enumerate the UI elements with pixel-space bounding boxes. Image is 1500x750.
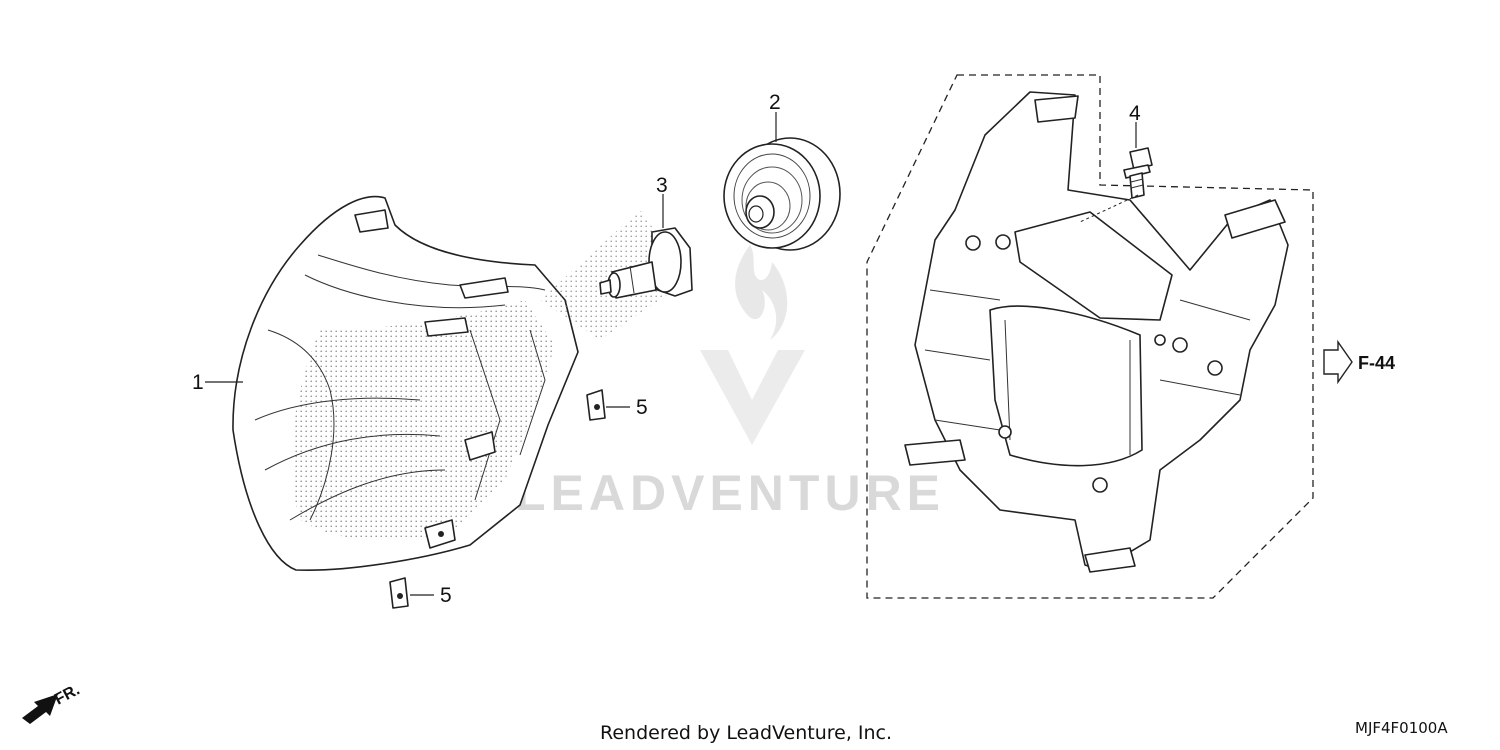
front-arrow-icon [22,694,58,724]
page-reference[interactable]: F-44 [1323,339,1395,385]
callout-5-lower: 5 [440,584,452,607]
diagram-code: MJF4F0100A [1355,719,1448,737]
headlight-bulb[interactable] [599,227,693,299]
watermark-text: LEADVENTURE [515,465,945,521]
dust-cover[interactable] [723,137,841,251]
reference-label: F-44 [1358,353,1395,373]
headlight-stay-bracket[interactable] [904,91,1289,573]
clip-nut-lower[interactable] [389,577,409,609]
callout-5-upper: 5 [636,396,648,419]
front-direction-marker: FR. [22,681,83,724]
watermark-logo [700,245,805,445]
callout-4: 4 [1129,102,1141,125]
headlight-assembly[interactable] [232,195,579,572]
callout-2: 2 [769,91,781,114]
stay-assembly-boundary [866,74,1314,599]
front-label: FR. [52,681,83,708]
clip-nut-upper[interactable] [586,389,606,421]
reference-arrow-icon [1323,339,1353,385]
callout-3: 3 [656,174,668,197]
flange-bolt[interactable] [1123,147,1153,199]
footer-credit: Rendered by LeadVenture, Inc. [600,722,892,744]
callout-1: 1 [192,371,204,394]
